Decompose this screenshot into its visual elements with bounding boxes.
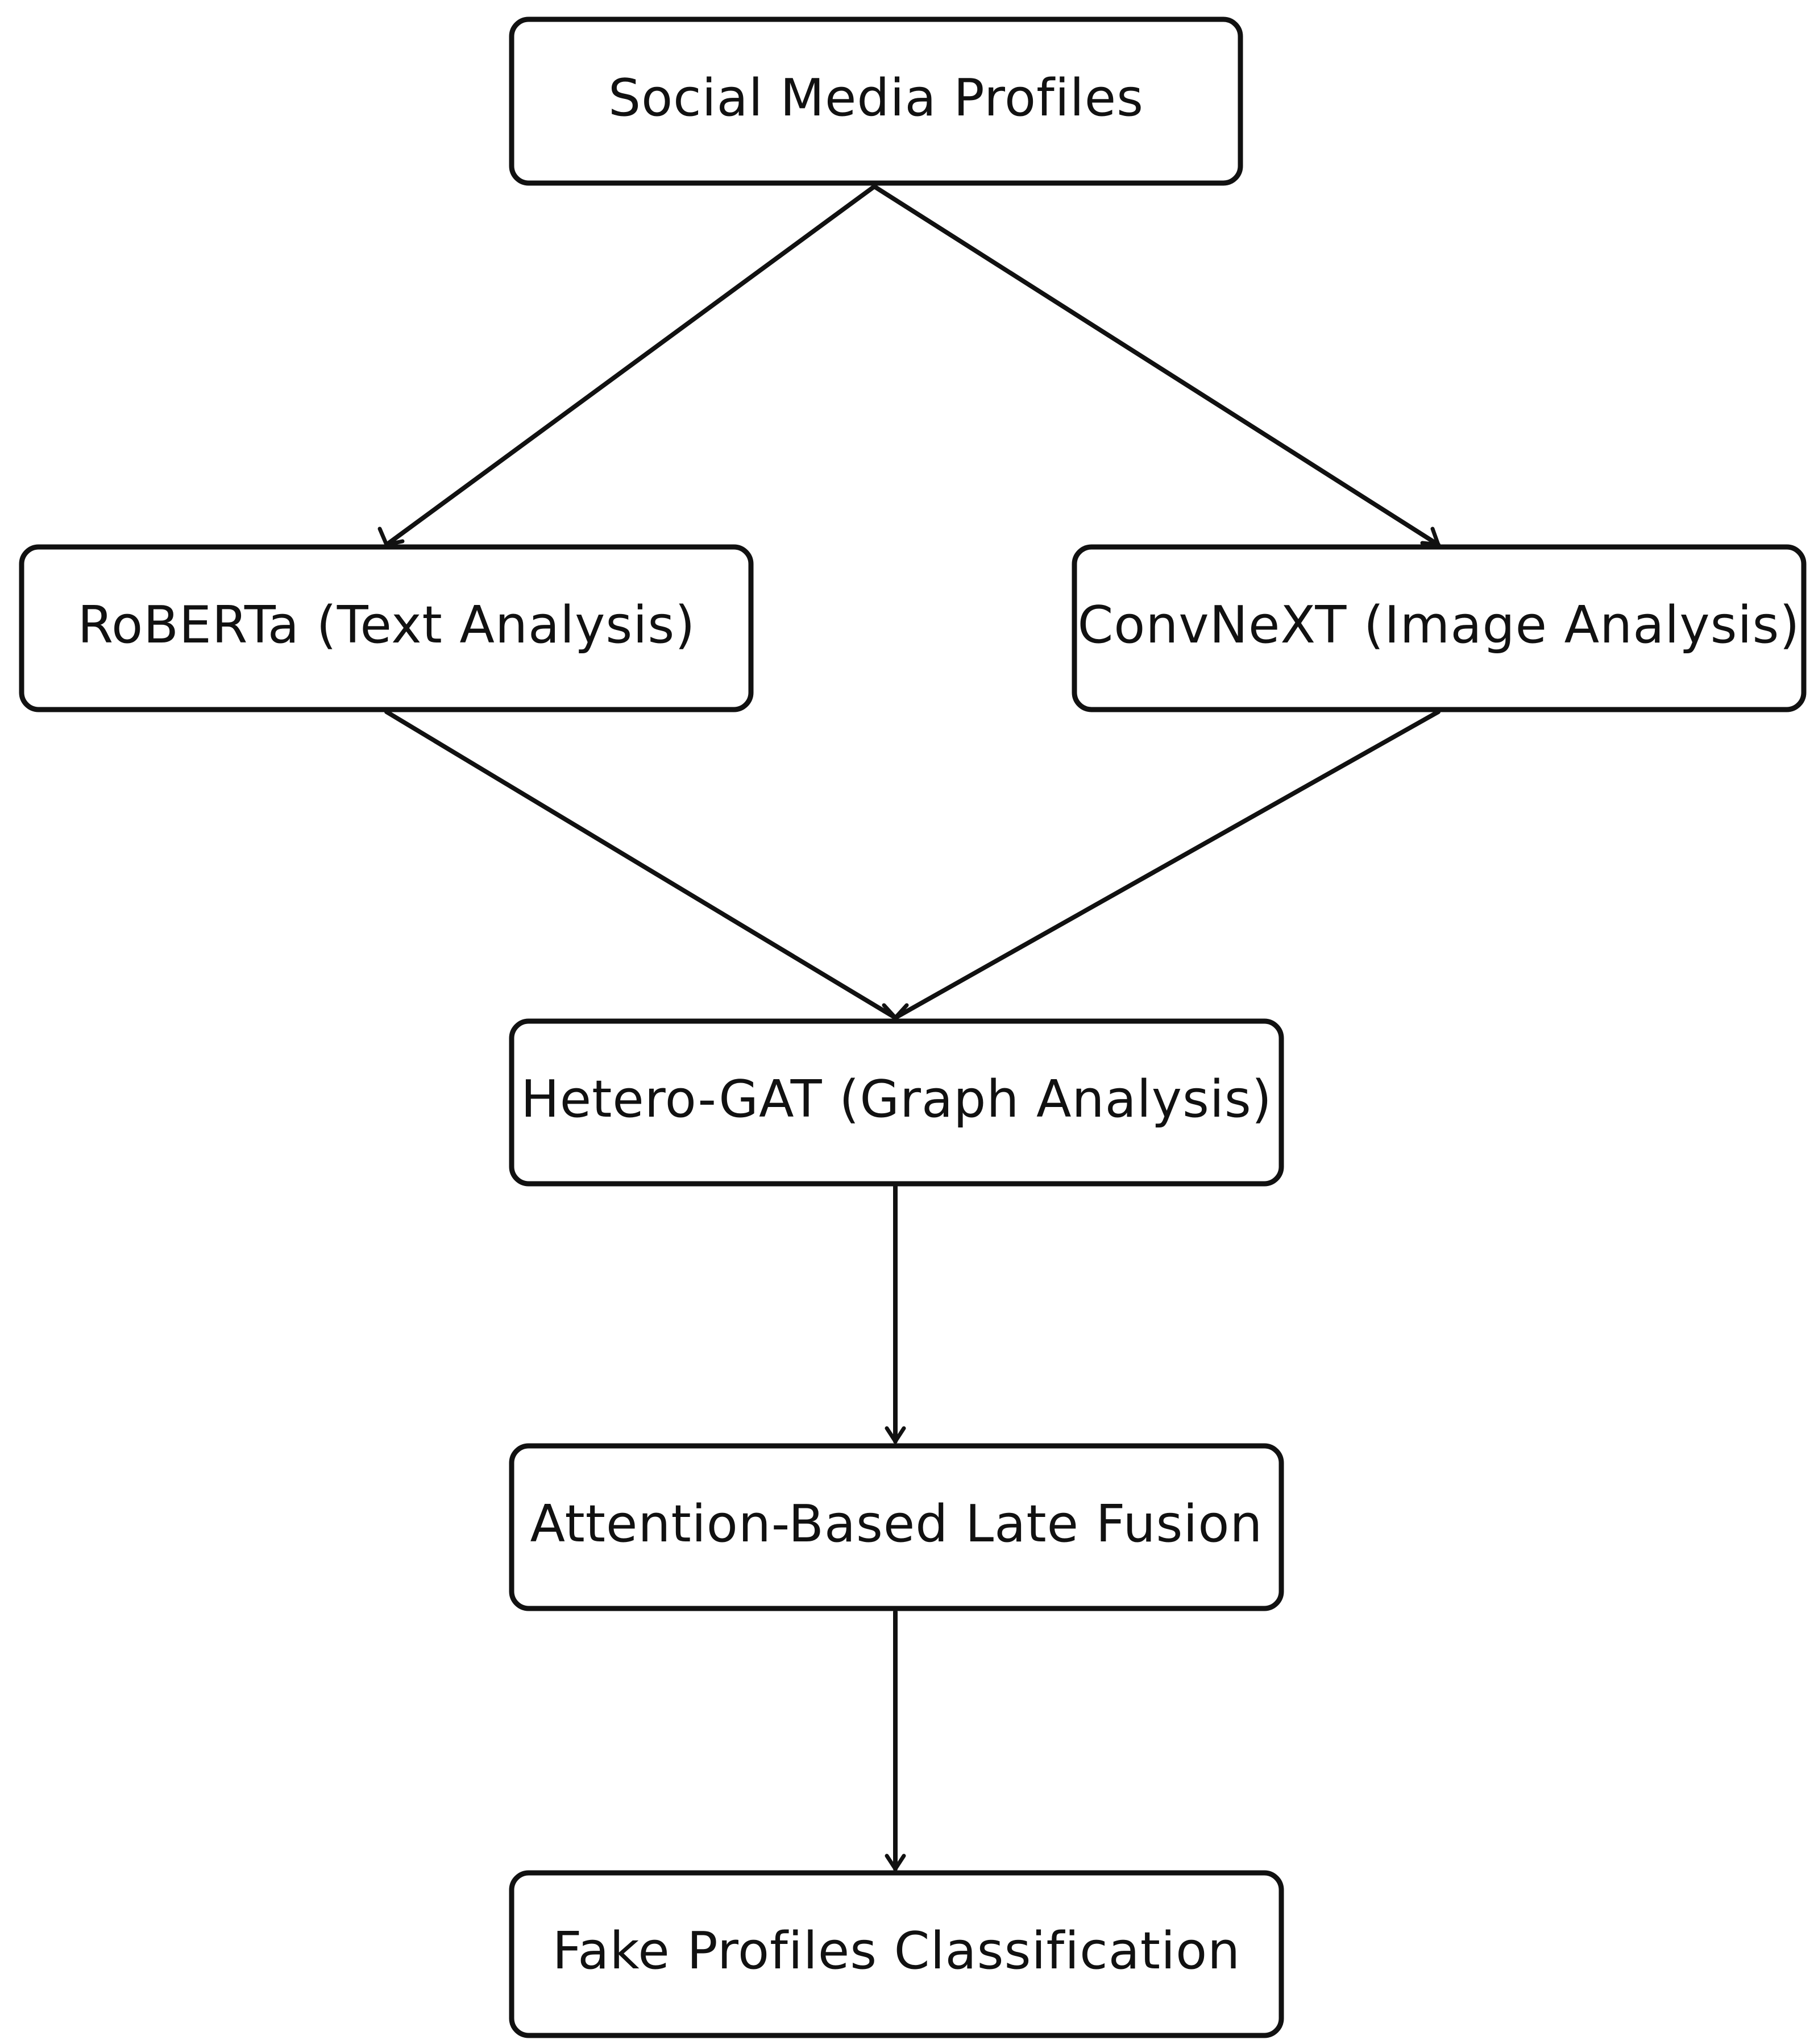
node-label-roberta: RoBERTa (Text Analysis): [78, 595, 696, 655]
edge-social-to-roberta: [384, 184, 877, 547]
node-convnext: ConvNeXT (Image Analysis): [1072, 544, 1807, 712]
edge-hetero-to-fusion-arrowhead: [885, 1426, 906, 1445]
edge-convnext-to-hetero: [893, 710, 1441, 1020]
node-hetero-gat: Hetero-GAT (Graph Analysis): [509, 1018, 1284, 1187]
node-roberta: RoBERTa (Text Analysis): [19, 544, 754, 712]
node-label-social-media-profiles: Social Media Profiles: [608, 68, 1144, 128]
node-label-classification: Fake Profiles Classification: [553, 1921, 1240, 1981]
edge-social-to-convnext: [872, 184, 1441, 547]
edge-fusion-to-classification-arrowhead: [885, 1854, 906, 1873]
node-social-media-profiles: Social Media Profiles: [509, 16, 1243, 186]
node-label-hetero-gat: Hetero-GAT (Graph Analysis): [521, 1069, 1272, 1129]
node-classification: Fake Profiles Classification: [509, 1870, 1284, 2038]
node-fusion: Attention-Based Late Fusion: [509, 1443, 1284, 1611]
edge-into-hetero-arrowhead: [882, 1003, 909, 1021]
edges: [377, 184, 1442, 1873]
edge-roberta-to-hetero: [384, 710, 898, 1020]
node-label-fusion: Attention-Based Late Fusion: [530, 1494, 1263, 1554]
node-label-convnext: ConvNeXT (Image Analysis): [1077, 595, 1800, 655]
